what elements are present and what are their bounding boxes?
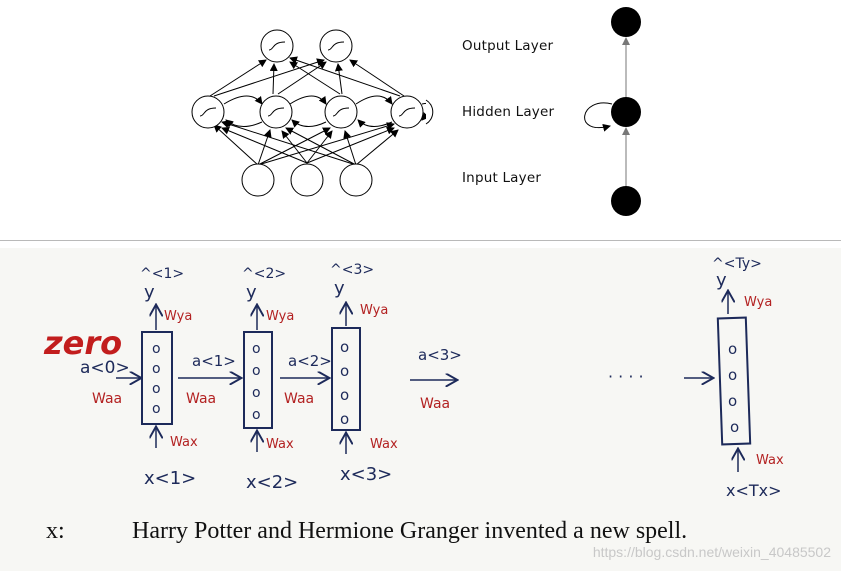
svg-text:o: o [152,361,161,377]
svg-text:o: o [152,401,161,417]
svg-text:o: o [152,381,161,397]
input-nodes [241,163,373,197]
sentence-text: Harry Potter and Hermione Granger invent… [132,518,688,544]
svg-text:o: o [252,385,261,401]
hidden-nodes [191,95,434,129]
hidden-layer-label: Hidden Layer [462,104,555,120]
svg-text:o: o [252,407,261,423]
x2: x<2> [246,472,298,493]
wax-2: Wax [266,437,294,452]
hidden-node [611,97,641,127]
waa-0: Waa [92,391,122,407]
waa-2: Waa [284,391,314,407]
svg-text:o: o [340,386,349,404]
wax-last: Wax [756,453,784,468]
compact-rnn [584,7,641,216]
svg-text:o: o [728,392,737,410]
a0-label: a<0> [80,358,130,378]
network-diagram [191,7,641,216]
svg-text:o: o [152,341,161,357]
svg-text:y: y [334,278,345,299]
a1-label: a<1> [192,352,236,370]
waa-1: Waa [186,391,216,407]
example-sentence: x: Harry Potter and Hermione Granger inve… [46,518,687,545]
wya-2: Wya [266,309,294,324]
svg-text:o: o [340,362,349,380]
svg-text:o: o [252,363,261,379]
wax-3: Wax [370,437,398,452]
svg-text:y: y [716,270,727,291]
output-node [611,7,641,37]
rnn-unrolled-panel: zero a<0> Waa o o o o ^<1> y Wya Wax x<1… [0,248,841,571]
hidden-output-edges [209,56,405,97]
rnn-cell-2: o o o o [243,331,273,429]
input-layer-label: Input Layer [462,170,542,186]
wya-3: Wya [360,303,388,318]
svg-text:o: o [728,340,737,358]
rnn-cell-3: o o o o [331,327,361,431]
panel-divider [0,240,841,241]
waa-3: Waa [420,396,450,412]
svg-text:y: y [144,282,155,303]
rnn-cell-1: o o o o [141,331,173,425]
svg-text:o: o [340,338,349,356]
sentence-label: x: [46,518,65,544]
svg-text:o: o [730,418,739,436]
svg-text:o: o [252,341,261,357]
output-nodes [260,29,353,63]
wax-1: Wax [170,435,198,450]
wya-1: Wya [164,309,192,324]
zero-note: zero [43,324,122,362]
rnn-unrolled-diagram: zero a<0> Waa o o o o ^<1> y Wya Wax x<1… [43,256,784,500]
output-layer-label: Output Layer [462,38,554,54]
svg-text:o: o [728,366,737,384]
wya-last: Wya [744,295,772,310]
y3-hat: ^<3> [330,262,374,278]
top-panel: Output Layer Hidden Layer Input Layer [0,0,841,240]
xtx: x<Tx> [726,481,782,500]
rnn-cell-last: o o o o [716,316,752,446]
input-hidden-edges [213,120,399,166]
yty-hat: ^<Ty> [712,256,762,272]
y2-hat: ^<2> [242,266,286,282]
input-node [611,186,641,216]
y1-hat: ^<1> [140,266,184,282]
x3: x<3> [340,464,392,485]
watermark: https://blog.csdn.net/weixin_40485502 [592,544,831,560]
svg-text:o: o [340,410,349,428]
x1: x<1> [144,468,196,489]
a2-label: a<2> [288,352,332,370]
a3-label: a<3> [418,346,462,364]
ellipsis: · · · · [608,367,644,386]
svg-text:y: y [246,282,257,303]
